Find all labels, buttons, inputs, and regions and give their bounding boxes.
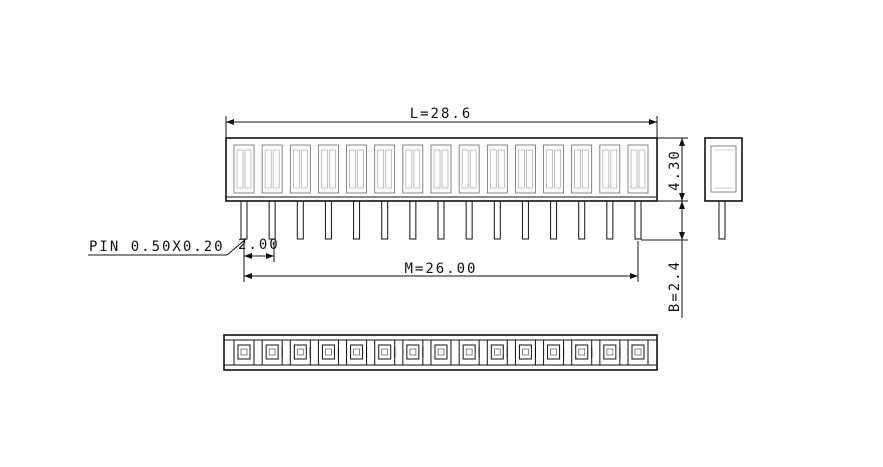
height-label: 4.30	[667, 149, 683, 191]
contact-cell	[627, 144, 649, 194]
top-view	[223, 334, 658, 371]
pin	[353, 200, 361, 240]
length-label: L=28.6	[410, 106, 473, 122]
contact-cell	[430, 144, 452, 194]
contact-cell	[261, 144, 283, 194]
front-view-body	[225, 137, 658, 202]
contact-cell	[571, 144, 593, 194]
top-contact	[627, 339, 649, 366]
dimension-pin-span: M=26.00	[244, 241, 639, 282]
pin	[578, 200, 586, 240]
pin	[634, 200, 642, 240]
pin	[550, 200, 558, 240]
top-view-body	[223, 334, 658, 371]
pin	[465, 200, 473, 240]
top-contact	[261, 339, 283, 366]
contact-cell	[289, 144, 311, 194]
side-view	[704, 137, 743, 240]
top-contact	[458, 339, 480, 366]
top-contact	[289, 339, 311, 366]
contact-cell	[346, 144, 367, 194]
dimension-length: L=28.6	[225, 106, 658, 138]
top-contact	[430, 339, 452, 366]
pin-length-label: B=2.4	[667, 260, 683, 312]
dimension-pitch: 2.00	[238, 237, 280, 282]
contact-cell	[318, 144, 339, 194]
top-contact	[486, 339, 508, 366]
top-contact	[543, 339, 565, 366]
contact-cell	[402, 144, 424, 194]
front-view-contacts	[233, 144, 649, 194]
pin-spec-callout: PIN 0.50X0.20	[88, 238, 247, 256]
dimension-height: 4.30	[657, 137, 688, 202]
pin	[324, 200, 332, 240]
top-view-contacts	[233, 339, 649, 366]
contact-cell	[599, 144, 621, 194]
contact-cell	[543, 144, 564, 194]
pin	[240, 200, 248, 240]
pin	[521, 200, 529, 240]
contact-cell	[458, 144, 480, 194]
contact-cell	[486, 144, 508, 194]
front-view-pins	[240, 200, 642, 240]
pitch-label: 2.00	[238, 237, 280, 253]
dimension-pin-length: B=2.4	[641, 201, 688, 318]
pin	[268, 200, 276, 240]
front-view	[225, 137, 658, 240]
top-contact	[599, 339, 621, 366]
top-contact	[571, 339, 593, 366]
contact-cell	[374, 144, 396, 194]
contact-cell	[515, 144, 536, 194]
contact-cell	[233, 144, 255, 194]
pin	[606, 200, 614, 240]
pin	[409, 200, 417, 240]
pin-spec-label: PIN 0.50X0.20	[89, 239, 225, 255]
pin	[437, 200, 445, 240]
pin	[493, 200, 501, 240]
top-contact	[317, 339, 339, 366]
pin-span-label: M=26.00	[404, 261, 477, 277]
top-contact	[233, 339, 255, 366]
top-contact	[374, 339, 396, 366]
top-contact	[402, 339, 424, 366]
pin	[381, 200, 389, 240]
top-contact	[346, 339, 368, 366]
top-contact	[514, 339, 536, 366]
pin	[296, 200, 304, 240]
